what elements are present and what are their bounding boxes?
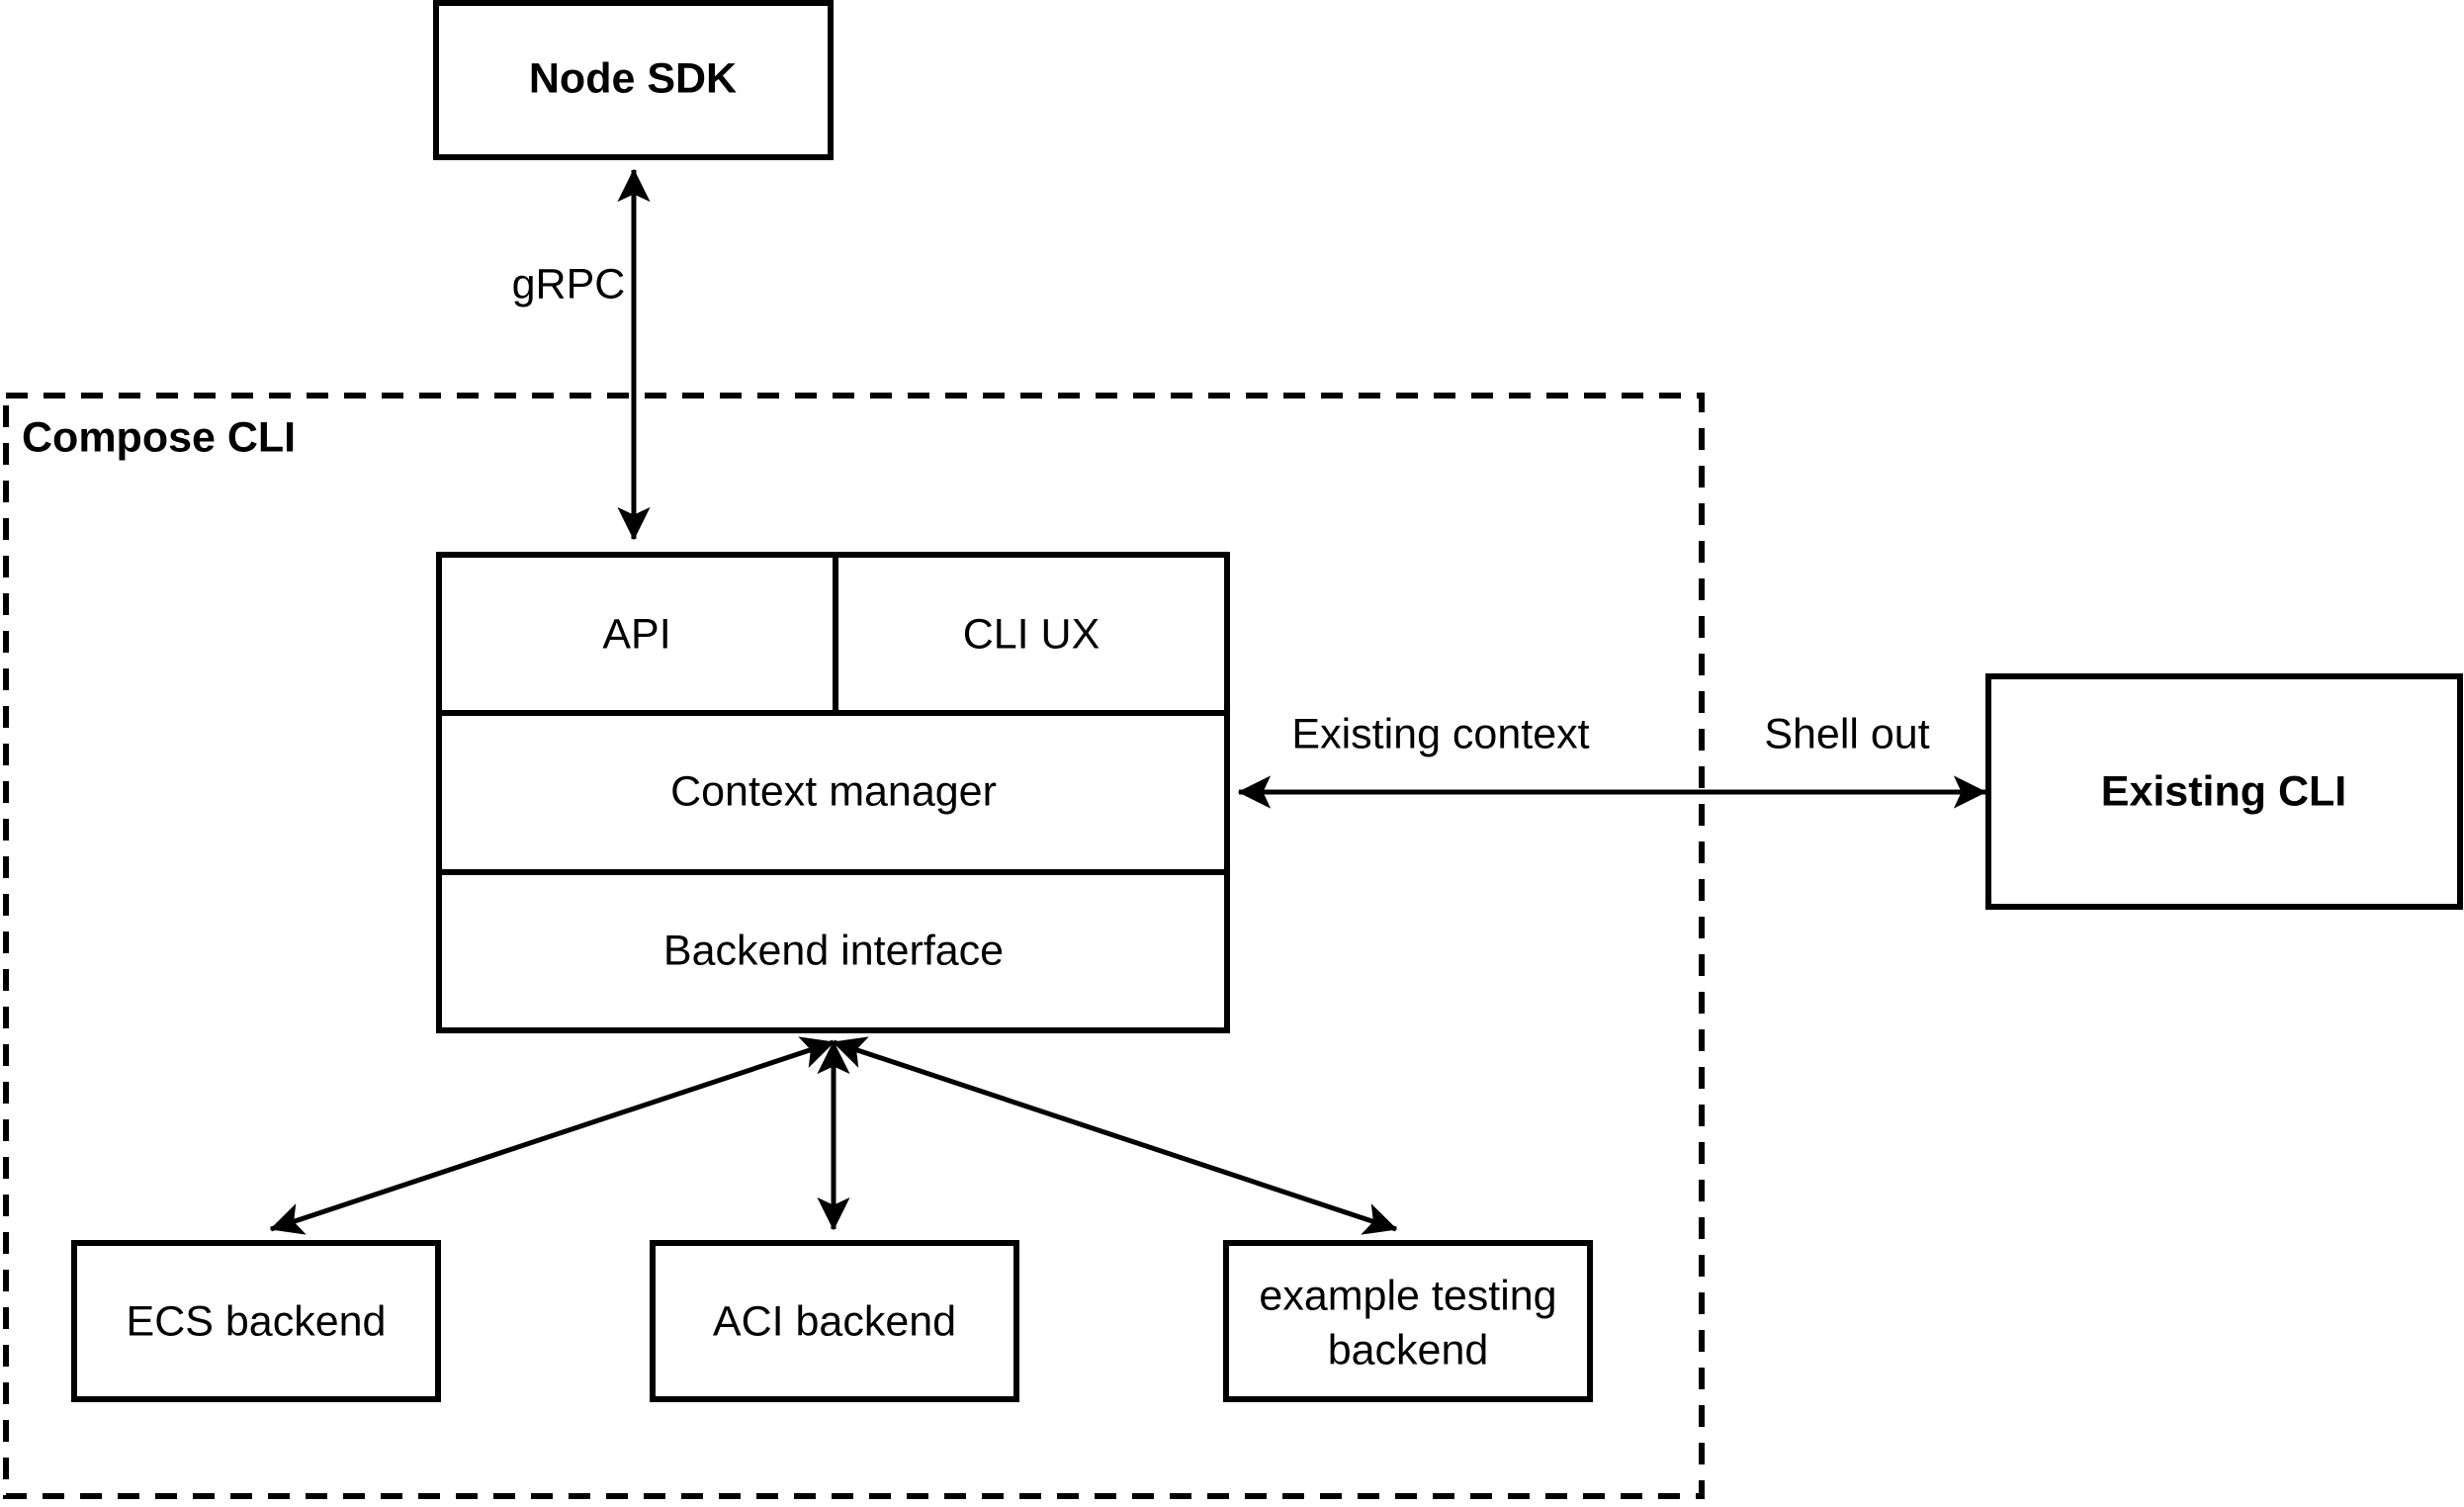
ecs-backend-box-rect bbox=[71, 1240, 441, 1402]
node-sdk-box: Node SDK bbox=[433, 0, 834, 160]
existing-cli-label: Existing CLI bbox=[2101, 767, 2346, 815]
node-sdk-box-rect bbox=[433, 0, 834, 160]
cli-ux-cell-label: CLI UX bbox=[963, 610, 1100, 658]
example-testing-backend-box: example testing backend bbox=[1223, 1240, 1593, 1402]
edge-grpc: gRPC bbox=[512, 168, 651, 541]
existing-context-edge-label: Existing context bbox=[1291, 710, 1589, 757]
context-manager-cell-label: Context manager bbox=[670, 767, 997, 815]
aci-backend-label: ACI backend bbox=[713, 1297, 956, 1345]
backend-connectors bbox=[269, 1036, 1398, 1235]
compose-cli-group-border bbox=[3, 393, 1705, 1499]
shell-out-edge-label: Shell out bbox=[1764, 710, 1929, 757]
aci-backend-box-rect bbox=[650, 1240, 1019, 1402]
example-testing-backend-label-line1: example testing bbox=[1259, 1272, 1556, 1319]
example-testing-backend-label-line2: backend bbox=[1328, 1326, 1489, 1374]
compose-cli-stack: API CLI UX Context manager Backend inter… bbox=[436, 552, 1230, 1033]
edge-backend-to-ecs bbox=[269, 1036, 836, 1235]
ecs-backend-box: ECS backend bbox=[71, 1240, 441, 1402]
ecs-backend-label: ECS backend bbox=[127, 1297, 387, 1345]
example-testing-backend-box-rect bbox=[1223, 1240, 1593, 1402]
edge-existing-cli: Existing context Shell out bbox=[1237, 710, 1987, 809]
existing-cli-box: Existing CLI bbox=[1985, 673, 2463, 910]
existing-cli-box-rect bbox=[1985, 673, 2463, 910]
compose-cli-group-label: Compose CLI bbox=[22, 413, 296, 461]
compose-cli-group: Compose CLI bbox=[3, 393, 1705, 1499]
api-cell-label: API bbox=[602, 610, 670, 658]
aci-backend-box: ACI backend bbox=[650, 1240, 1019, 1402]
node-sdk-label: Node SDK bbox=[529, 54, 737, 102]
backend-interface-cell-label: Backend interface bbox=[663, 927, 1004, 974]
edge-backend-to-example bbox=[832, 1036, 1398, 1235]
grpc-edge-label: gRPC bbox=[512, 260, 626, 308]
